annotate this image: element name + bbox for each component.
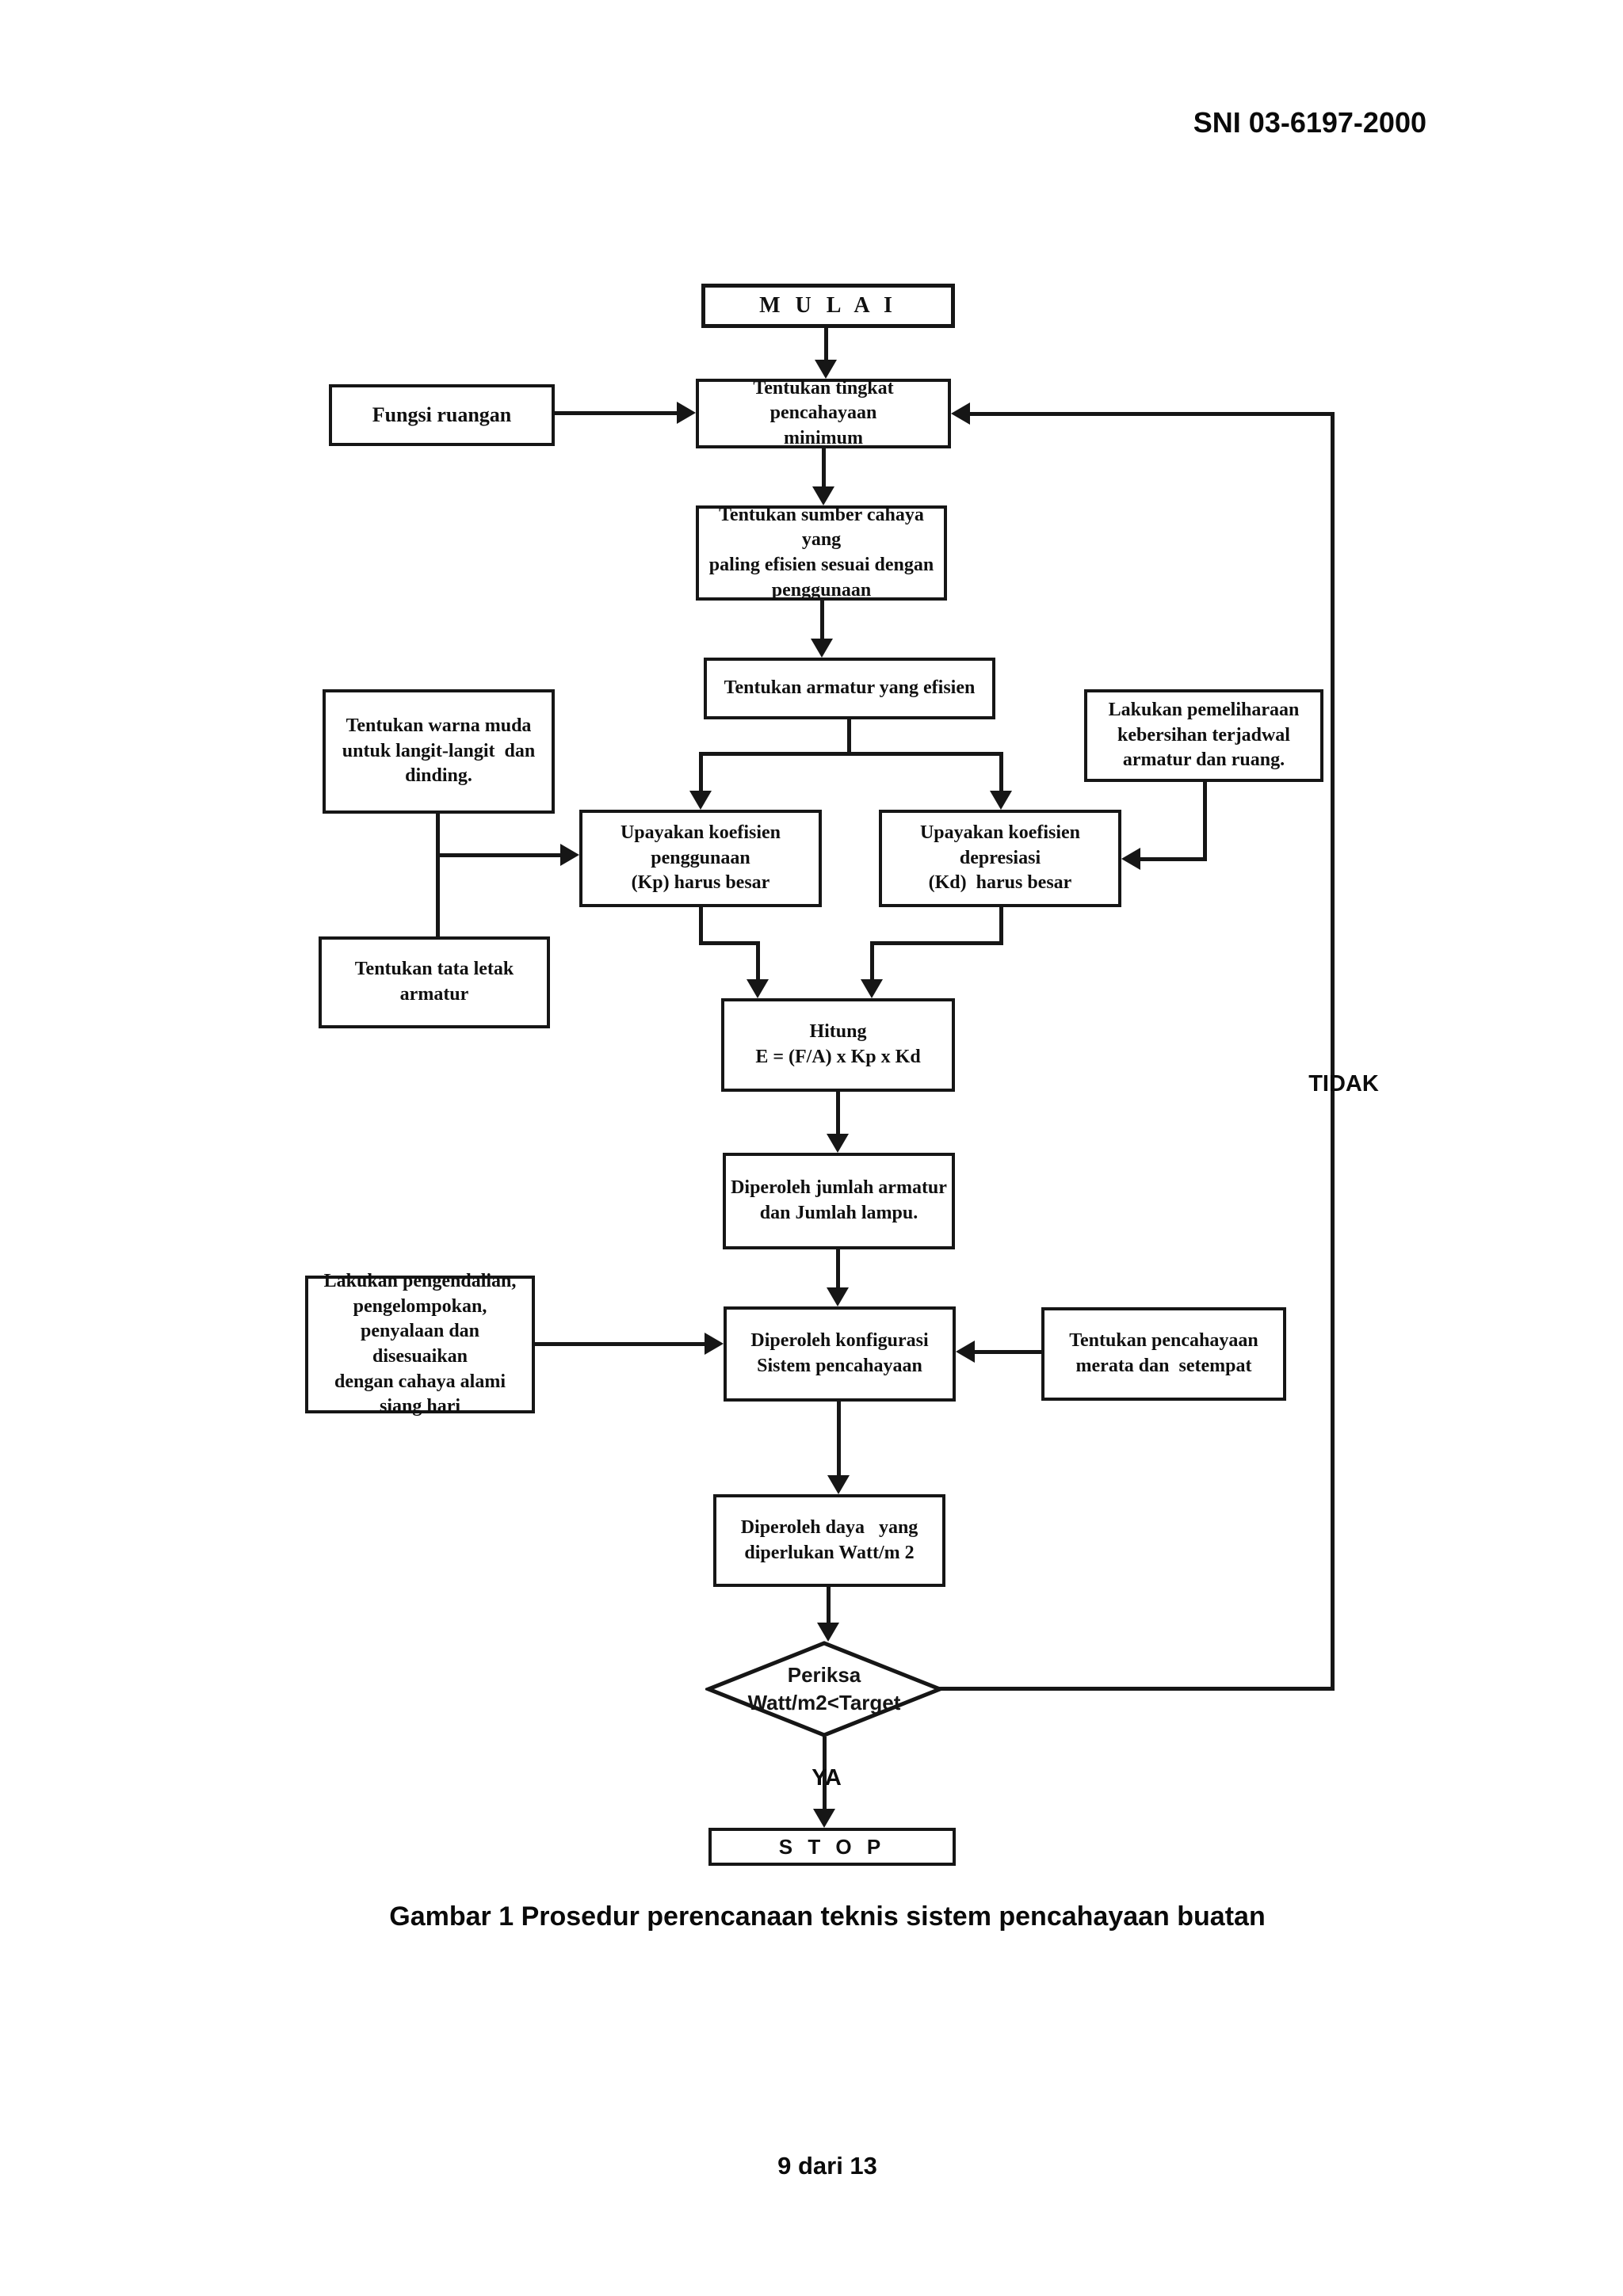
node-pencahayaan-merata: Tentukan pencahayaan merata dan setempat — [1041, 1307, 1286, 1401]
connector-tidak-bottom — [938, 1687, 1335, 1691]
arrowhead-down-icon — [817, 1623, 839, 1642]
node-mulai-start: M U L A I — [701, 284, 955, 328]
connector-split-right — [999, 752, 1003, 791]
node-stop: S T O P — [708, 1828, 956, 1866]
arrowhead-down-icon — [990, 791, 1012, 810]
node-pemeliharaan-kebersihan: Lakukan pemeliharaan kebersihan terjadwa… — [1084, 689, 1323, 782]
connector-konfigurasi-down — [837, 1402, 841, 1477]
connector-kd-down — [999, 907, 1003, 945]
arrowhead-down-icon — [811, 639, 833, 658]
connector-pengendalian-right — [535, 1342, 706, 1346]
connector-warna-stem — [436, 814, 440, 936]
connector-sumber-down — [820, 601, 824, 640]
arrowhead-down-icon — [827, 1475, 850, 1494]
connector-hitung-down — [836, 1092, 840, 1135]
figure-caption: Gambar 1 Prosedur perencanaan teknis sis… — [389, 1901, 1266, 1932]
connector-kp-down — [699, 907, 703, 945]
edge-label-tidak: TIDAK — [1308, 1071, 1379, 1097]
connector-split-bar — [699, 752, 1003, 756]
node-tingkat-pencahayaan-minimum: Tentukan tingkat pencahayaan minimum — [696, 378, 951, 448]
connector-pemeliharaan-stem — [1203, 782, 1207, 861]
arrowhead-down-icon — [827, 1287, 849, 1306]
arrowhead-down-icon — [861, 979, 883, 998]
connector-pemeliharaan-branch — [1140, 857, 1207, 861]
arrowhead-down-icon — [813, 1809, 835, 1828]
connector-tidak-top — [970, 412, 1333, 416]
node-daya-watt: Diperoleh daya yang diperlukan Watt/m 2 — [713, 1494, 945, 1587]
node-konfigurasi-sistem: Diperoleh konfigurasi Sistem pencahayaan — [724, 1306, 956, 1402]
node-tata-letak-armatur: Tentukan tata letak armatur — [319, 936, 550, 1028]
node-periksa-label: Periksa Watt/m2<Target — [747, 1662, 901, 1714]
document-reference: SNI 03-6197-2000 — [1193, 106, 1426, 139]
arrowhead-down-icon — [815, 360, 837, 379]
arrowhead-down-icon — [812, 486, 834, 505]
decision-diamond-shape — [705, 1641, 943, 1737]
node-pengendalian: Lakukan pengendalian, pengelompokan, pen… — [305, 1271, 535, 1417]
page-number: 9 dari 13 — [777, 2152, 877, 2180]
node-koefisien-depresiasi-kd: Upayakan koefisien depresiasi (Kd) harus… — [879, 810, 1121, 907]
connector-split-left — [699, 752, 703, 791]
node-hitung-e: Hitung E = (F/A) x Kp x Kd — [721, 998, 955, 1092]
connector-merata-left — [973, 1350, 1041, 1354]
arrowhead-down-icon — [827, 1134, 849, 1153]
arrowhead-down-icon — [747, 979, 769, 998]
node-armatur-efisien: Tentukan armatur yang efisien — [704, 658, 995, 719]
connector-daya-down — [827, 1587, 831, 1624]
node-warna-muda: Tentukan warna muda untuk langit-langit … — [323, 689, 555, 814]
connector-jumlah-down — [836, 1249, 840, 1289]
connector-tingkat-down — [822, 448, 826, 488]
node-periksa-decision: Periksa Watt/m2<Target — [705, 1640, 943, 1738]
connector-kp-elbow — [699, 941, 760, 945]
node-koefisien-penggunaan-kp: Upayakan koefisien penggunaan (Kp) harus… — [579, 810, 822, 907]
connector-fungsi-right — [555, 411, 678, 415]
connector-armatur-stem — [847, 719, 851, 756]
connector-kd-elbow — [870, 941, 1003, 945]
connector-mulai-down — [824, 326, 828, 361]
arrowhead-down-icon — [689, 791, 712, 810]
node-fungsi-ruangan: Fungsi ruangan — [329, 384, 555, 446]
arrowhead-right-icon — [677, 402, 696, 424]
connector-ya-down — [823, 1737, 827, 1810]
connector-kp-drop — [756, 941, 760, 981]
connector-warna-branch — [436, 853, 560, 857]
node-jumlah-armatur-lampu: Diperoleh jumlah armatur dan Jumlah lamp… — [723, 1153, 955, 1249]
edge-label-ya: YA — [812, 1765, 842, 1791]
connector-tidak-vertical — [1331, 412, 1335, 1691]
arrowhead-left-icon — [956, 1341, 975, 1363]
connector-kd-drop — [870, 941, 874, 981]
node-sumber-cahaya: Tentukan sumber cahaya yang paling efisi… — [696, 505, 947, 601]
arrowhead-right-icon — [705, 1333, 724, 1355]
arrowhead-right-icon — [560, 844, 579, 866]
arrowhead-left-icon — [1121, 848, 1140, 870]
arrowhead-left-icon — [951, 402, 970, 425]
